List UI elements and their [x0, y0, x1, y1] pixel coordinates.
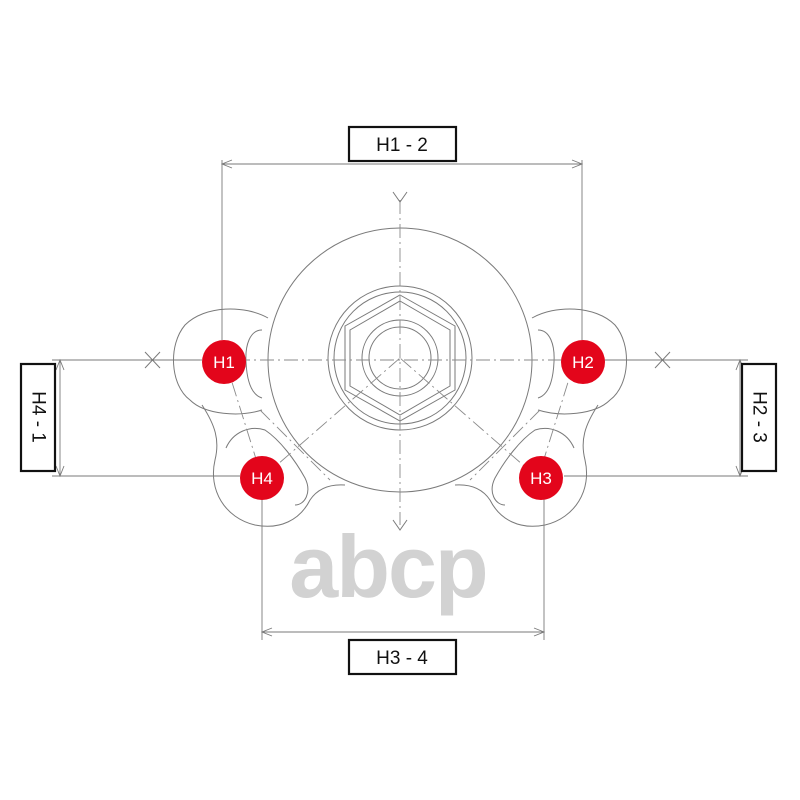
watermark-logo: abcp [289, 517, 486, 616]
hole-label-h4: H4 [251, 469, 273, 488]
extension-lines [52, 160, 748, 640]
dim-label-left: H4 - 1 [19, 362, 57, 473]
dim-label-right: H2 - 3 [740, 362, 778, 473]
hole-label-h1: H1 [213, 353, 235, 372]
hole-marker-h2: H2 [561, 340, 605, 384]
dim-label-top: H1 - 2 [347, 125, 458, 163]
dim-label-bottom: H3 - 4 [347, 638, 458, 676]
dim-text-bottom: H3 - 4 [376, 648, 428, 669]
hole-label-h2: H2 [572, 353, 594, 372]
dimension-lines [55, 159, 745, 637]
dim-text-right: H2 - 3 [749, 391, 770, 443]
dim-text-left: H4 - 1 [28, 391, 49, 443]
hole-label-h3: H3 [530, 469, 552, 488]
hole-marker-h1: H1 [202, 340, 246, 384]
hole-marker-h4: H4 [240, 456, 284, 500]
dim-text-top: H1 - 2 [376, 135, 428, 156]
hole-marker-h3: H3 [519, 456, 563, 500]
